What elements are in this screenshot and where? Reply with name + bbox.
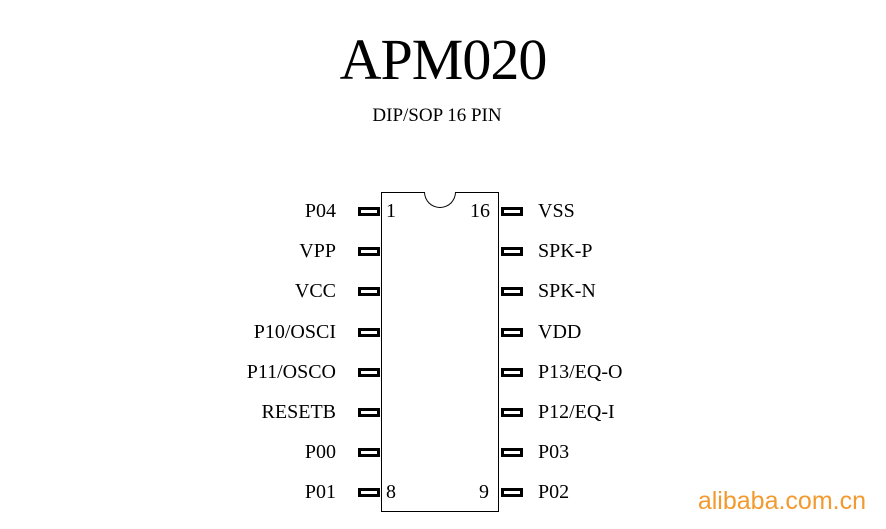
left-pin-number: 1 <box>386 200 396 222</box>
right-pin-label: P12/EQ-I <box>538 401 615 423</box>
right-pin-number: 9 <box>479 481 489 503</box>
left-pin-lead <box>358 247 380 256</box>
right-pin-lead <box>501 287 523 296</box>
left-pin-label: P01 <box>304 481 336 503</box>
chip-body <box>381 192 499 512</box>
left-pin-lead <box>358 287 380 296</box>
right-pin-label: SPK-P <box>538 240 593 262</box>
right-pin-label: VDD <box>538 321 582 343</box>
left-pin-lead <box>358 408 380 417</box>
right-pin-label: SPK-N <box>538 280 596 302</box>
right-pin-lead <box>501 328 523 337</box>
left-pin-label: VPP <box>299 240 336 262</box>
left-pin-label: RESETB <box>261 401 336 423</box>
left-pin-label: VCC <box>294 280 336 302</box>
right-pin-number: 16 <box>470 200 490 222</box>
watermark-logo: alibaba.com.cn <box>697 487 866 515</box>
left-pin-label: P11/OSCO <box>246 361 336 383</box>
right-pin-lead <box>501 247 523 256</box>
package-subtitle: DIP/SOP 16 PIN <box>372 105 502 126</box>
right-pin-lead <box>501 368 523 377</box>
chip-notch-gap <box>425 191 455 193</box>
left-pin-lead <box>358 207 380 216</box>
left-pin-lead <box>358 368 380 377</box>
left-pin-number: 8 <box>386 481 396 503</box>
right-pin-lead <box>501 448 523 457</box>
right-pin-label: P02 <box>538 481 570 503</box>
right-pin-label: P03 <box>538 441 570 463</box>
left-pin-label: P04 <box>304 200 336 222</box>
left-pin-lead <box>358 488 380 497</box>
left-pin-lead <box>358 328 380 337</box>
right-pin-lead <box>501 488 523 497</box>
left-pin-label: P00 <box>304 441 336 463</box>
right-pin-lead <box>501 207 523 216</box>
left-pin-lead <box>358 448 380 457</box>
chip-title: APM020 <box>339 27 548 92</box>
right-pin-lead <box>501 408 523 417</box>
right-pin-label: VSS <box>538 200 575 222</box>
left-pin-label: P10/OSCI <box>253 321 336 343</box>
right-pin-label: P13/EQ-O <box>538 361 623 383</box>
